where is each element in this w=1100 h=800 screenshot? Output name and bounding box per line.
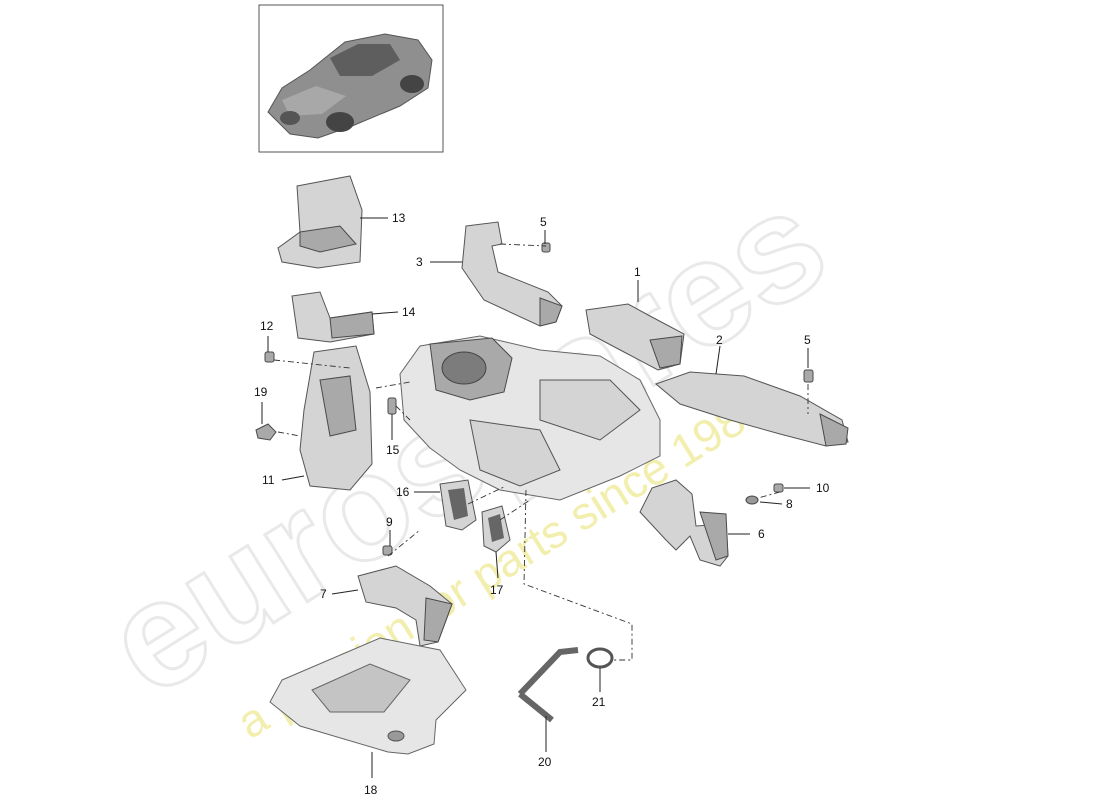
part-11-bracket[interactable] [299,345,373,491]
callout-12[interactable]: 12 [260,319,274,333]
callout-18[interactable]: 18 [364,783,378,797]
callout-11[interactable]: 11 [262,473,275,487]
callout-5-right[interactable]: 5 [804,333,811,347]
callout-20[interactable]: 20 [538,755,552,769]
callout-14[interactable]: 14 [402,305,416,319]
callout-2[interactable]: 2 [716,333,723,347]
callout-3[interactable]: 3 [416,255,423,269]
part-18-underbody-panel[interactable] [269,637,467,755]
callout-17[interactable]: 17 [490,583,504,597]
part-2-air-duct[interactable] [655,371,849,447]
part-10-bolt[interactable] [773,483,784,493]
part-15-grommet[interactable] [387,397,397,415]
part-19-clip[interactable] [255,423,277,441]
callout-1[interactable]: 1 [634,265,641,279]
callout-6[interactable]: 6 [758,527,765,541]
part-3-air-duct[interactable] [461,221,563,327]
callout-15[interactable]: 15 [386,443,400,457]
leader-lines [261,217,810,778]
callouts: 1 2 3 5 5 6 7 8 9 10 11 12 13 14 15 16 1… [254,211,830,797]
part-7-air-duct[interactable] [357,565,453,647]
part-14-filter-housing[interactable] [291,291,375,343]
callout-8[interactable]: 8 [786,497,793,511]
vehicle-thumbnail[interactable] [258,4,444,153]
part-16-vent[interactable] [439,479,477,531]
part-9-nut[interactable] [382,545,393,556]
part-13-air-duct-cover[interactable] [277,175,363,269]
callout-13[interactable]: 13 [392,211,406,225]
callout-19[interactable]: 19 [254,385,268,399]
part-8-washer[interactable] [745,495,759,505]
part-1-duct-piece[interactable] [585,303,685,371]
part-5-clip-right[interactable] [803,369,814,383]
callout-10[interactable]: 10 [816,481,830,495]
part-20-drain-pipe[interactable] [517,647,579,723]
callout-21[interactable]: 21 [592,695,606,709]
part-6-air-duct[interactable] [639,479,729,567]
assembly-lines [273,243,809,661]
callout-16[interactable]: 16 [396,485,410,499]
part-5-clip-upper[interactable] [541,242,551,253]
part-21-clamp[interactable] [586,647,614,669]
callout-5-upper[interactable]: 5 [540,215,547,229]
callout-9[interactable]: 9 [386,515,393,529]
hvac-unit[interactable] [399,335,661,501]
callout-7[interactable]: 7 [320,587,327,601]
part-12-nut[interactable] [264,351,275,363]
